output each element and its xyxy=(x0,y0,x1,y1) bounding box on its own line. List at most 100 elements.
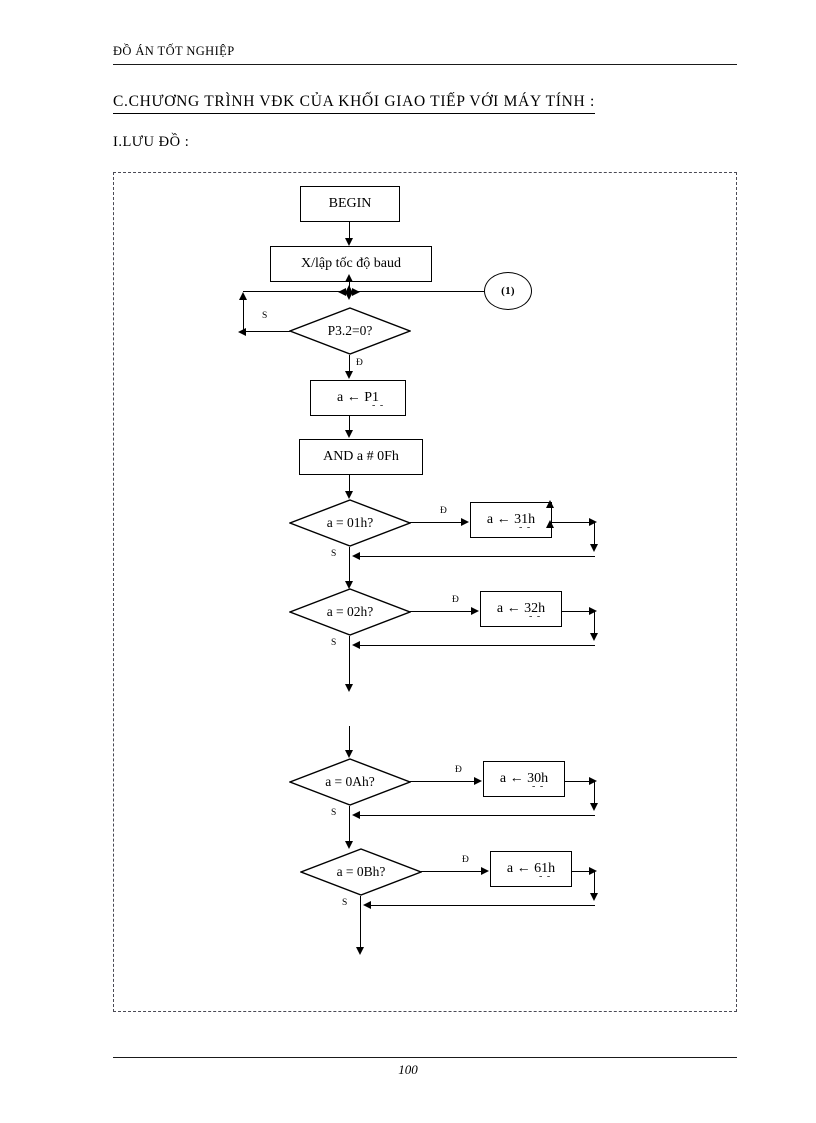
arrowhead-loop-into-baud xyxy=(345,274,353,282)
arrowhead-false-p32-left xyxy=(238,328,246,336)
arrowhead-return-32h-left xyxy=(352,641,360,649)
arrowhead-junction-up xyxy=(345,285,353,293)
node-and-mask-label: AND a # 0Fh xyxy=(323,449,399,464)
arrowhead-return-30h-right xyxy=(589,777,597,785)
node-assign-30h-label: a ← 30h xyxy=(499,771,549,786)
edge-true-01h xyxy=(410,522,467,524)
arrowhead-feed-lower-half xyxy=(345,750,353,758)
node-assign-61h-label: a ← 61h xyxy=(506,861,556,876)
node-assign-31h: a ← 31h xyxy=(470,502,552,538)
edge-label-false-p32: S xyxy=(262,311,268,321)
edge-return-61h-vert xyxy=(594,871,596,899)
arrowhead-return-31h-left xyxy=(352,552,360,560)
arrowhead-read-p1-to-and xyxy=(345,430,353,438)
edge-return-30h-vert xyxy=(594,781,596,809)
arrowhead-return-30h-down xyxy=(590,803,598,811)
edge-return-32h-top xyxy=(562,611,595,613)
arrowhead-return-31h-right xyxy=(589,518,597,526)
edge-label-false-0ah: S xyxy=(331,808,337,818)
edge-label-false-01h: S xyxy=(331,549,337,559)
diamond-shape xyxy=(289,758,411,806)
node-set-baud-label: X/lập tốc độ baud xyxy=(301,256,401,271)
arrowhead-return-32h-right xyxy=(589,607,597,615)
header-rule xyxy=(113,64,737,65)
node-begin: BEGIN xyxy=(300,186,400,222)
page-number: 100 xyxy=(398,1062,418,1077)
node-check-p32-label: P3.2=0? xyxy=(327,323,373,338)
figure-frame xyxy=(113,172,737,1012)
node-begin-label: BEGIN xyxy=(328,196,372,211)
node-assign-31h-label: a ← 31h xyxy=(486,512,536,527)
edge-label-false-02h: S xyxy=(331,638,337,648)
arrowhead-true-0bh xyxy=(481,867,489,875)
section-heading: C.CHƯƠNG TRÌNH VĐK CỦA KHỐI GIAO TIẾP VỚ… xyxy=(113,93,596,114)
diamond-shape xyxy=(289,588,411,636)
arrowhead-false-0bh xyxy=(356,947,364,955)
arrowhead-junction-down xyxy=(345,292,353,300)
node-cmp-0bh-label: a = 0Bh? xyxy=(336,864,386,879)
edge-true-0bh xyxy=(421,871,487,873)
arrowhead-false-0ah xyxy=(345,841,353,849)
arrowhead-false-01h xyxy=(345,581,353,589)
edge-label-false-0bh: S xyxy=(342,898,348,908)
node-connector-1-label: (1) xyxy=(501,285,515,297)
artifact-tick-assign-30h: - - xyxy=(532,781,545,792)
node-assign-61h: a ← 61h xyxy=(490,851,572,887)
edge-label-true-02h: Đ xyxy=(452,595,459,605)
edge-false-0ah xyxy=(349,806,351,845)
node-check-p32: P3.2=0? xyxy=(289,307,411,355)
node-cmp-02h: a = 02h? xyxy=(289,588,411,636)
arrowhead-true-p32 xyxy=(345,371,353,379)
node-cmp-0bh: a = 0Bh? xyxy=(300,848,422,896)
edge-read-p1-to-and xyxy=(349,416,351,434)
node-connector-1: (1) xyxy=(484,272,532,310)
arrowhead-return-61h-right xyxy=(589,867,597,875)
running-header-text: ĐỒ ÁN TỐT NGHIỆP xyxy=(113,44,235,58)
edge-return-61h-top xyxy=(572,871,595,873)
running-header: ĐỒ ÁN TỐT NGHIỆP xyxy=(113,44,737,59)
edge-return-30h-bottom xyxy=(356,815,595,817)
arrowhead-true-02h xyxy=(471,607,479,615)
edge-true-02h xyxy=(410,611,477,613)
subsection-heading: I.LƯU ĐỒ : xyxy=(113,134,190,150)
edge-false-0bh xyxy=(360,896,362,951)
arrowhead-return-30h-left xyxy=(352,811,360,819)
node-read-p1: a ← P1 xyxy=(310,380,406,416)
node-cmp-02h-label: a = 02h? xyxy=(326,604,374,619)
edge-false-p32-rail-top xyxy=(243,291,350,293)
arrowhead-artifact-31h-a xyxy=(546,500,554,508)
footer-rule xyxy=(113,1057,737,1058)
edge-connector-to-junction xyxy=(352,291,484,293)
node-and-mask: AND a # 0Fh xyxy=(299,439,423,475)
edge-false-01h xyxy=(349,547,351,585)
edge-label-true-0ah: Đ xyxy=(455,765,462,775)
arrowhead-return-61h-down xyxy=(590,893,598,901)
edge-true-0ah xyxy=(410,781,480,783)
arrowhead-true-01h xyxy=(461,518,469,526)
edge-return-31h-bottom xyxy=(356,556,595,558)
node-cmp-01h-label: a = 01h? xyxy=(326,515,374,530)
artifact-tick-read-p1: - - xyxy=(372,400,385,411)
edge-label-true-01h: Đ xyxy=(440,506,447,516)
artifact-tick-assign-61h: - - xyxy=(539,871,552,882)
edge-return-32h-bottom xyxy=(356,645,595,647)
arrowhead-return-61h-left xyxy=(363,901,371,909)
diamond-shape xyxy=(289,307,411,355)
edge-return-31h-top xyxy=(552,522,595,524)
diamond-shape xyxy=(289,499,411,547)
edge-feed-lower-half xyxy=(349,726,351,754)
arrowhead-return-31h-down xyxy=(590,544,598,552)
edge-false-02h xyxy=(349,636,351,688)
node-cmp-01h: a = 01h? xyxy=(289,499,411,547)
arrowhead-return-32h-down xyxy=(590,633,598,641)
arrowhead-begin-to-baud xyxy=(345,238,353,246)
node-cmp-0ah-label: a = 0Ah? xyxy=(325,774,375,789)
node-assign-32h-label: a ← 32h xyxy=(496,601,546,616)
arrowhead-artifact-31h-b xyxy=(546,520,554,528)
edge-label-true-p32: Đ xyxy=(356,358,363,368)
edge-begin-to-baud xyxy=(349,222,351,244)
edge-true-p32 xyxy=(349,355,351,375)
artifact-tick-assign-32h: - - xyxy=(529,611,542,622)
edge-return-61h-bottom xyxy=(367,905,595,907)
